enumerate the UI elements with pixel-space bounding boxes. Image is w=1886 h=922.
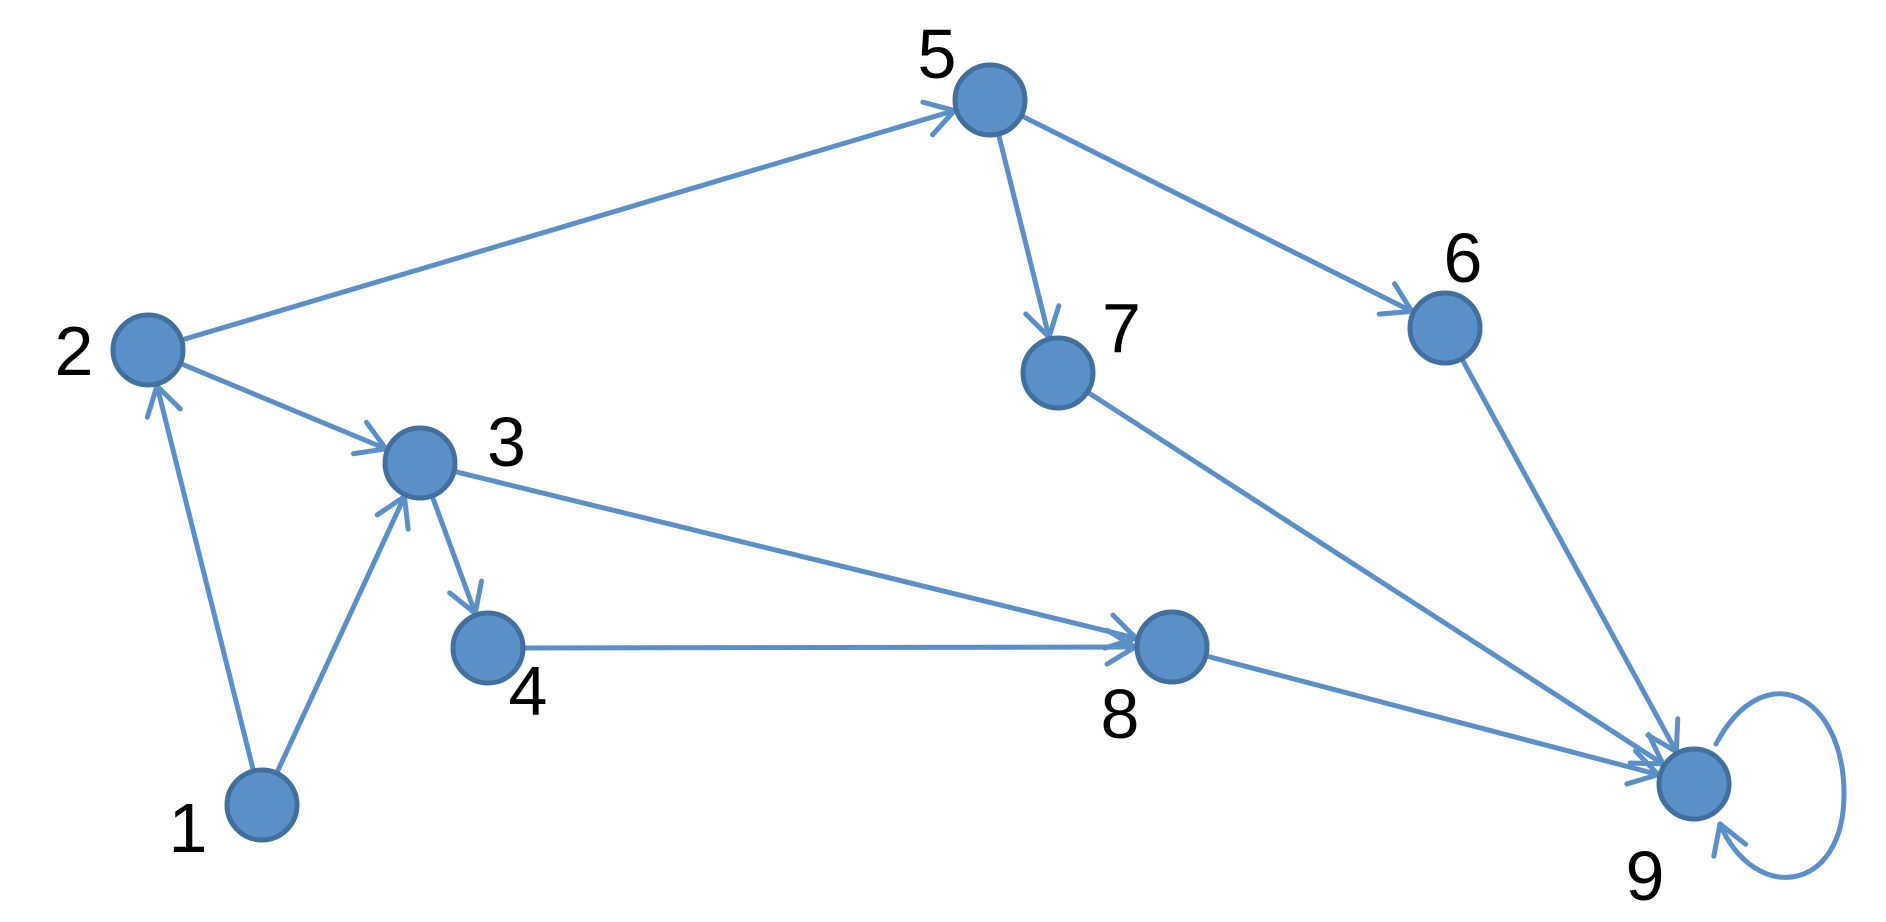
edge-line (995, 131, 1052, 340)
node-6 (1407, 290, 1483, 366)
edge-1-to-3 (274, 494, 411, 776)
edge-line (1459, 356, 1679, 755)
edge-3-to-8 (451, 468, 1139, 651)
node-label-7: 7 (1102, 289, 1141, 367)
node-9 (1656, 746, 1732, 822)
node-label-4: 4 (509, 652, 548, 730)
node-5 (952, 62, 1028, 138)
labels-layer: 1 2 3 4 5 6 7 8 9 (55, 15, 1665, 915)
edge-5-to-6 (1018, 113, 1415, 317)
edge-line (520, 644, 1138, 651)
edge-7-to-9 (1084, 389, 1666, 767)
node-label-2: 2 (55, 312, 94, 390)
node-8 (1134, 609, 1210, 685)
edge-line (274, 494, 407, 776)
edge-9-to-9 (1711, 691, 1847, 880)
edge-line (179, 108, 958, 343)
self-loop-path (1713, 691, 1847, 880)
edge-3-to-4 (429, 493, 485, 616)
node-label-8: 8 (1101, 675, 1140, 753)
node-1 (224, 767, 300, 843)
edge-1-to-2 (144, 383, 256, 774)
edge-2-to-5 (179, 99, 958, 343)
node-label-9: 9 (1626, 837, 1665, 915)
edge-line (1203, 653, 1661, 778)
edge-5-to-7 (995, 131, 1062, 340)
edge-2-to-3 (177, 360, 389, 457)
node-label-6: 6 (1444, 219, 1483, 297)
edge-line (1084, 389, 1666, 767)
edge-4-to-8 (520, 627, 1138, 667)
edge-6-to-9 (1459, 356, 1681, 755)
node-label-3: 3 (487, 403, 526, 481)
edge-line (154, 383, 256, 774)
edge-line (177, 360, 389, 452)
node-4 (450, 610, 526, 686)
nodes-layer (110, 62, 1732, 843)
edge-line (429, 493, 478, 616)
node-3 (382, 425, 458, 501)
node-2 (110, 312, 186, 388)
edges-layer (144, 99, 1847, 880)
arrowhead-icon (1711, 821, 1749, 859)
node-label-1: 1 (169, 789, 208, 867)
node-label-5: 5 (918, 15, 957, 93)
edge-line (1018, 113, 1415, 314)
edge-line (451, 468, 1139, 641)
node-7 (1020, 335, 1096, 411)
